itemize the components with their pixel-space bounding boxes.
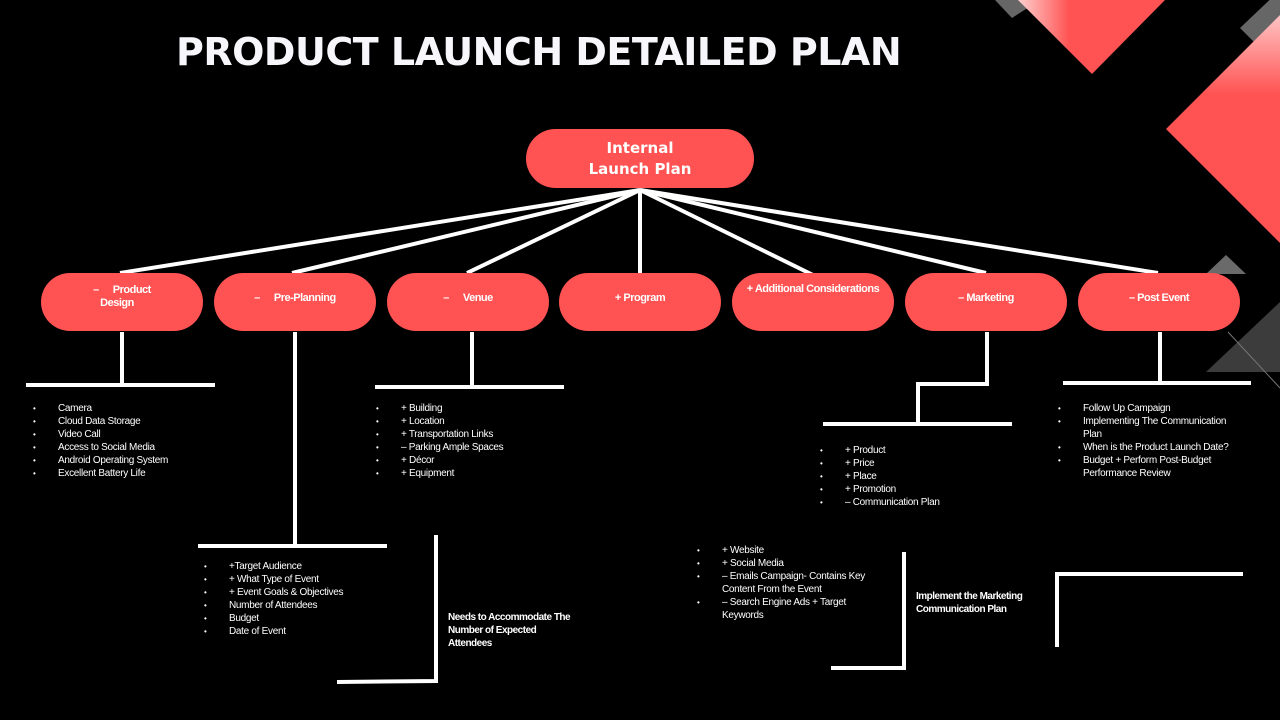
list-item: + Place [820,471,1010,484]
page-title: PRODUCT LAUNCH DETAILED PLAN [176,30,902,74]
list-item: When is the Product Launch Date? [1058,442,1233,455]
list-product-design: Camera Cloud Data Storage Video Call Acc… [33,403,213,480]
decor-diagonal-line [1227,331,1280,389]
list-item: – Parking Ample Spaces [376,442,556,455]
connector-root-post-event [639,188,1159,275]
connector-root-marketing [639,188,987,275]
node-label: Pre-Planning [273,292,336,304]
gray-triangle-large [1206,302,1280,372]
list-item: Follow Up Campaign [1058,403,1233,416]
red-diamond-right [1166,15,1280,243]
node-program[interactable]: + Program [559,273,721,331]
list-item: Camera [33,403,213,416]
list-item: + Promotion [820,484,1010,497]
list-item: + Equipment [376,468,556,481]
node-additional-considerations[interactable]: + Additional Considerations [732,273,894,331]
gray-triangle-small [1206,255,1246,274]
list-item: + Transportation Links [376,429,556,442]
root-label-line2: Launch Plan [588,159,692,178]
list-marketing-4p: + Product + Price + Place + Promotion – … [820,445,1010,510]
list-item: +Target Audience [204,561,394,574]
list-marketing-channels: + Website + Social Media – Emails Campai… [697,545,887,622]
node-label: Product [112,284,152,296]
list-item: Cloud Data Storage [33,416,213,429]
list-item: + Building [376,403,556,416]
node-prefix: – [254,292,260,304]
node-product-design[interactable]: – Product Design [41,273,203,331]
list-item: Budget [204,613,394,626]
bracket-attendees [336,535,438,684]
node-marketing[interactable]: – Marketing [905,273,1067,331]
connector-root-venue [466,188,641,275]
node-pre-planning[interactable]: – Pre-Planning [214,273,376,331]
list-pre-planning: +Target Audience + What Type of Event + … [204,561,394,638]
connector-root-additional [639,188,814,277]
node-prefix: – [93,284,99,296]
node-label: – Marketing [958,292,1014,304]
list-item: + Décor [376,455,556,468]
node-post-event[interactable]: – Post Event [1078,273,1240,331]
bracket-marketing-plan [1055,572,1243,647]
list-item: – Communication Plan [820,497,1010,510]
list-item: – Search Engine Ads + Target Keywords [697,597,887,623]
node-label: Venue [462,292,493,304]
list-item: + Website [697,545,887,558]
list-item: Video Call [33,429,213,442]
node-label: + Additional Considerations [746,283,880,295]
node-venue[interactable]: – Venue [387,273,549,331]
node-prefix: – [443,292,449,304]
list-item: + Price [820,458,1010,471]
note-attendees: Needs to Accommodate The Number of Expec… [448,612,571,649]
node-label: + Program [614,292,666,304]
list-venue: + Building + Location + Transportation L… [376,403,556,480]
connector-root-product-design [119,188,641,275]
list-item: – Emails Campaign- Contains Key Content … [697,571,887,597]
connector-root-pre-planning [291,188,641,275]
list-item: Excellent Battery Life [33,468,213,481]
list-item: + What Type of Event [204,574,394,587]
list-item: + Location [376,416,556,429]
list-item: Date of Event [204,626,394,639]
note-marketing-plan: Implement the Marketing Communication Pl… [916,591,1023,615]
node-label-line2: Design [100,297,134,309]
list-post-event: Follow Up Campaign Implementing The Comm… [1058,403,1233,480]
list-item: + Event Goals & Objectives [204,587,394,600]
red-diamond-top [1018,0,1165,74]
list-item: Access to Social Media [33,442,213,455]
root-label-line1: Internal [606,138,674,157]
root-node-internal-launch-plan[interactable]: Internal Launch Plan [526,129,754,188]
bracket-marketing-channels [831,552,906,670]
list-item: Budget + Perform Post-Budget Performance… [1058,455,1233,481]
list-item: Android Operating System [33,455,213,468]
list-item: + Product [820,445,1010,458]
list-item: + Social Media [697,558,887,571]
node-label: – Post Event [1128,292,1190,304]
connector-marketing-step [916,332,989,424]
list-item: Implementing The Communication Plan [1058,416,1233,442]
list-item: Number of Attendees [204,600,394,613]
